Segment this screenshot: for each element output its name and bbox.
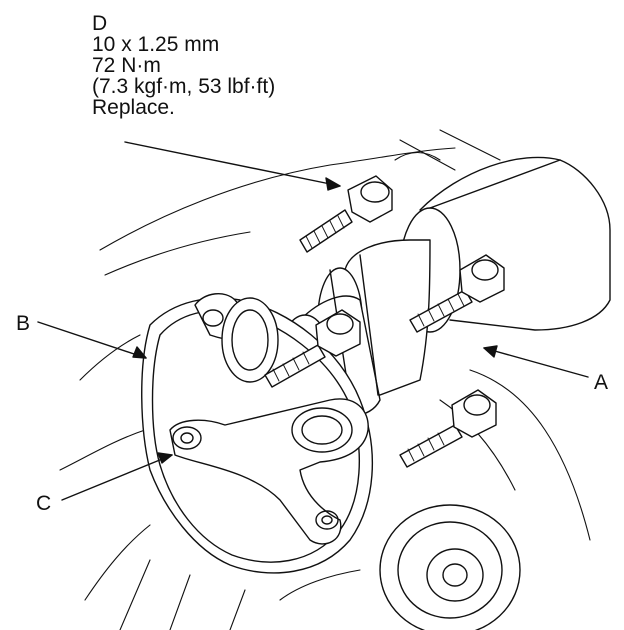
background-knuckle-lines [59, 129, 591, 630]
bolt-thread-size: 10 x 1.25 mm [92, 33, 220, 56]
flange-bolt-middle [264, 309, 361, 388]
replace-note: Replace. [92, 96, 175, 119]
flange-bolt-right [409, 254, 505, 333]
callout-b-label: B [16, 312, 31, 335]
lower-hub-detail [379, 504, 521, 630]
leader-line-a [483, 345, 589, 378]
flange-bolt-top [299, 175, 393, 253]
leader-line-b [37, 321, 147, 359]
leader-line-c [61, 452, 173, 501]
callout-c-label: C [36, 492, 52, 515]
callout-a-label: A [594, 371, 609, 394]
torque-value-alt-units: (7.3 kgf·m, 53 lbf·ft) [92, 75, 276, 98]
torque-value-nm: 72 N·m [92, 54, 161, 77]
leader-line-d [124, 141, 341, 191]
knuckle-arm [169, 398, 369, 545]
flange-bolt-lower [399, 389, 497, 468]
torque-spec-block: D 10 x 1.25 mm 72 N·m (7.3 kgf·m, 53 lbf… [92, 13, 275, 118]
callout-d-label: D [92, 12, 108, 35]
axle-shaft [399, 156, 611, 333]
